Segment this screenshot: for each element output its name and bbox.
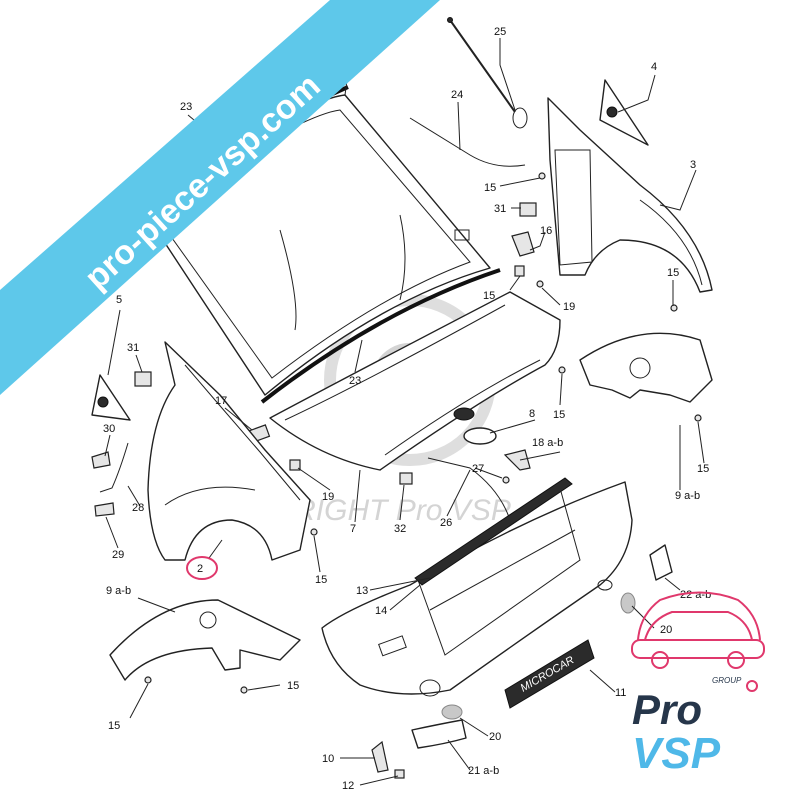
antenna-cable <box>409 117 526 167</box>
fog-cover-20-right <box>620 592 636 614</box>
callout-30: 30 <box>103 423 115 435</box>
leader-lines <box>104 38 705 786</box>
callout-3: 3 <box>690 159 696 171</box>
callout-32: 32 <box>394 523 406 535</box>
logo-accent-icon <box>746 680 758 692</box>
hinge-18 <box>503 449 531 471</box>
callout-15-e: 15 <box>697 463 709 475</box>
callout-19-left: 19 <box>322 491 334 503</box>
clip-31-left <box>134 371 152 387</box>
callout-22-ab: 22 a-b <box>680 589 711 601</box>
callout-12: 12 <box>342 780 354 792</box>
screw-27 <box>502 476 510 484</box>
callout-20-right: 20 <box>660 624 672 636</box>
reflector-22 <box>649 544 673 581</box>
under-tray-right <box>579 332 713 403</box>
bonnet-prop-rod <box>427 457 511 521</box>
callout-9ab-left: 9 a-b <box>106 585 131 597</box>
antenna <box>447 17 528 129</box>
screws <box>144 172 702 694</box>
callout-31-right: 31 <box>494 203 506 215</box>
callout-8: 8 <box>529 408 535 420</box>
callout-13: 13 <box>356 585 368 597</box>
logo-vsp: VSP <box>632 729 721 778</box>
bracket-16 <box>511 231 535 257</box>
callout-14: 14 <box>375 605 387 617</box>
side-repeater-30 <box>91 451 111 469</box>
highlighted-callout-2: 2 <box>186 556 218 580</box>
under-tray-left <box>109 599 301 681</box>
left-fender <box>147 341 311 561</box>
number-plate: MICROCAR <box>504 639 595 709</box>
callout-7: 7 <box>350 523 356 535</box>
callout-15-b: 19 <box>563 301 575 313</box>
callout-15-h: 15 <box>108 720 120 732</box>
clip-12 <box>394 769 405 779</box>
bracket-10 <box>371 740 389 773</box>
callout-11: 11 <box>615 687 626 699</box>
callout-15-a: 15 <box>484 182 496 194</box>
trim-21 <box>411 719 467 749</box>
callout-15-d: 15 <box>553 409 565 421</box>
callout-31-left: 31 <box>127 342 139 354</box>
windshield-lower-seal <box>260 268 501 404</box>
callout-21-ab: 21 a-b <box>468 765 499 777</box>
provsp-logo: GROUP Pro VSP <box>631 591 765 778</box>
callout-5: 5 <box>116 294 122 306</box>
clip-32 <box>399 472 413 485</box>
callout-24: 24 <box>451 89 463 101</box>
callout-18-ab: 18 a-b <box>532 437 563 449</box>
callout-19-right: 15 <box>483 290 495 302</box>
left-mirror-trim <box>91 374 131 421</box>
callout-labels: 25 6 23 24 4 3 15 31 16 15 19 15 5 31 23… <box>103 26 711 792</box>
callout-9ab-right: 9 a-b <box>675 490 700 502</box>
callout-28: 28 <box>132 502 144 514</box>
callout-29: 29 <box>112 549 124 561</box>
clip-19-right <box>514 265 525 277</box>
callout-15-f: 15 <box>315 574 327 586</box>
callout-15-g: 15 <box>287 680 299 692</box>
callout-2: 2 <box>197 563 203 575</box>
callout-23-bottom: 23 <box>349 375 361 387</box>
clip-19-left <box>289 459 301 471</box>
car-outline-icon <box>631 591 765 669</box>
callout-25: 25 <box>494 26 506 38</box>
grille-strip <box>414 477 573 586</box>
callout-4: 4 <box>651 61 657 73</box>
fog-cover-20-left <box>441 704 463 720</box>
clip-31-right <box>519 202 537 217</box>
logo-group: GROUP <box>712 676 742 685</box>
right-mirror-trim <box>599 79 649 146</box>
callout-10: 10 <box>322 753 334 765</box>
callout-23-top: 23 <box>180 101 192 113</box>
emblem <box>463 427 497 445</box>
callout-15-c: 15 <box>667 267 679 279</box>
callout-17: 17 <box>215 395 227 407</box>
callout-16: 16 <box>540 225 552 237</box>
callout-27: 27 <box>472 463 484 475</box>
bonnet <box>269 291 561 471</box>
callout-20-left: 20 <box>489 731 501 743</box>
logo-pro: Pro <box>632 686 702 733</box>
wiring-28 <box>99 442 129 493</box>
callout-26: 26 <box>440 517 452 529</box>
plate-text: MICROCAR <box>519 654 577 694</box>
side-repeater-29 <box>94 502 115 517</box>
right-fender <box>547 97 713 293</box>
